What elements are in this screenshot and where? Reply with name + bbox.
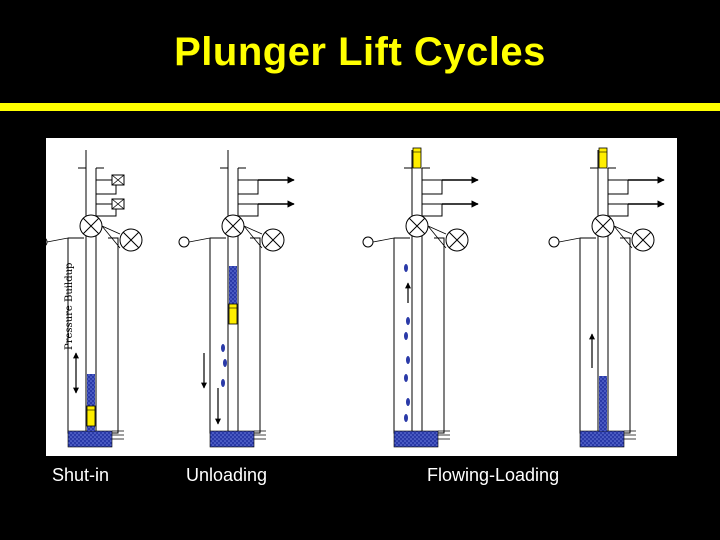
upper-flowline — [238, 179, 259, 195]
perforations — [624, 430, 636, 440]
lubricator-valve-cross — [111, 174, 125, 186]
gauge-line — [372, 237, 395, 243]
caption-unloading: Unloading — [186, 465, 268, 485]
casing-outline — [393, 237, 445, 434]
plunger — [412, 147, 422, 169]
perforations — [112, 430, 124, 440]
caption-flowing-loading: Flowing-Loading — [427, 465, 560, 485]
valve-cross — [634, 231, 652, 249]
fluid-droplet — [223, 359, 227, 367]
tubing-fluid-slug — [229, 266, 237, 304]
lower-flowline — [238, 203, 259, 217]
lower-flowline — [422, 203, 443, 217]
upper-flowline — [608, 179, 629, 195]
bottom-hole-fluid — [67, 430, 113, 448]
lower-flowline — [608, 203, 629, 217]
bottom-hole-fluid — [579, 430, 625, 448]
pressure-buildup-label: Pressure Buildup — [64, 263, 75, 350]
slide-title: Plunger Lift Cycles — [174, 30, 546, 74]
fluid-droplet — [404, 414, 408, 422]
upper-flowline — [96, 179, 117, 195]
well-schematic — [362, 147, 479, 448]
valve-cross — [82, 217, 100, 235]
tubing-string — [227, 150, 239, 431]
tubing-fluid-slug — [599, 376, 607, 431]
valve-cross — [594, 217, 612, 235]
valve-cross — [224, 217, 242, 235]
valve-linkage — [243, 225, 263, 249]
upper-flowline — [422, 179, 443, 195]
plunger — [86, 405, 96, 427]
fluid-droplet — [406, 317, 410, 325]
lubricator-valve-cross — [111, 198, 125, 210]
fluid-droplet — [404, 374, 408, 382]
perforations — [254, 430, 266, 440]
tubing-fluid-slug — [87, 374, 95, 431]
perforations — [438, 430, 450, 440]
fluid-droplet — [406, 356, 410, 364]
gauge-line — [558, 237, 581, 243]
plunger — [228, 303, 238, 325]
title-underline — [0, 103, 720, 111]
well-schematic — [46, 150, 143, 448]
valve-cross — [448, 231, 466, 249]
well-schematic — [548, 147, 665, 448]
valve-linkage — [101, 225, 121, 249]
caption-shut-in: Shut-in — [52, 465, 110, 485]
casing-pressure-gauge — [548, 236, 560, 248]
plunger-lift-diagram: Pressure Buildup — [46, 147, 665, 448]
valve-cross — [408, 217, 426, 235]
fluid-droplet — [221, 379, 225, 387]
valve-cross — [122, 231, 140, 249]
lower-flowline — [96, 203, 117, 217]
fluid-droplet — [221, 344, 225, 352]
valve-linkage — [613, 225, 633, 249]
fluid-droplet — [404, 264, 408, 272]
gauge-line — [46, 237, 69, 243]
tubing-string — [597, 150, 609, 431]
bottom-hole-fluid — [209, 430, 255, 448]
diagram-panel: Pressure Buildup — [46, 138, 677, 456]
tubing-string — [85, 150, 97, 431]
well-schematic — [178, 150, 295, 448]
plunger — [598, 147, 608, 169]
bottom-hole-fluid — [393, 430, 439, 448]
fluid-droplet — [404, 332, 408, 340]
tubing-string — [411, 150, 423, 431]
casing-pressure-gauge — [46, 238, 48, 246]
valve-linkage — [427, 225, 447, 249]
casing-pressure-gauge — [362, 236, 374, 248]
valve-cross — [264, 231, 282, 249]
fluid-droplet — [406, 398, 410, 406]
gauge-line — [188, 237, 211, 243]
casing-pressure-gauge — [178, 236, 190, 248]
